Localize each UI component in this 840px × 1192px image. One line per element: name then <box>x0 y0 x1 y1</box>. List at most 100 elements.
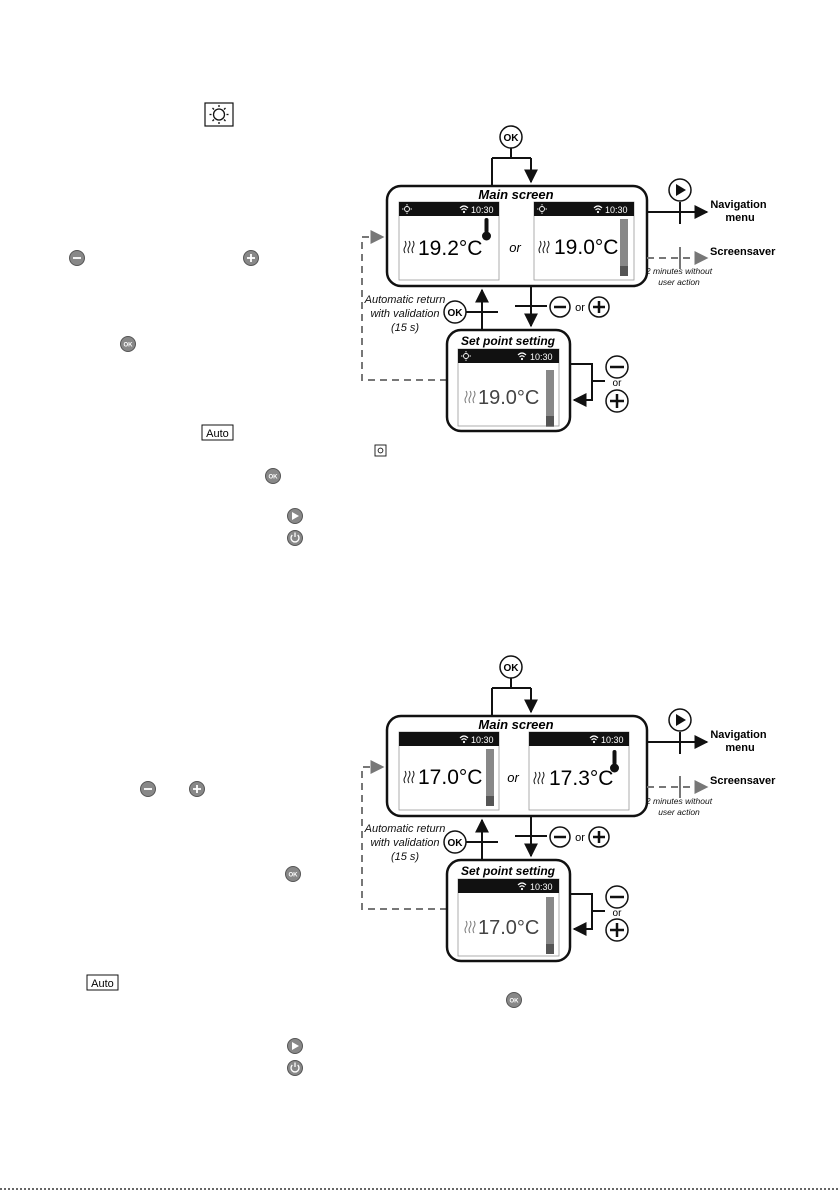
auto-label: Auto <box>206 428 229 440</box>
left-display-time: 10:30 <box>471 205 494 215</box>
margin-ok-icon-4[interactable]: OK <box>506 992 522 1008</box>
or-vertical-2: or <box>613 908 623 919</box>
margin-ok-label-3: OK <box>289 873 299 879</box>
set-point-display: 10:30 19.0°C <box>457 348 560 427</box>
sun-icon <box>402 204 412 214</box>
heating-icon-2 <box>538 240 550 254</box>
ok-button-mid-label-2: OK <box>448 838 464 849</box>
margin-minus-icon[interactable] <box>69 250 85 266</box>
heating-icon-4 <box>403 770 415 784</box>
margin-ok-icon-3[interactable]: OK <box>285 866 301 882</box>
navigation-label-line-cont: menu <box>725 742 754 754</box>
heating-icon-3 <box>464 390 476 404</box>
auto-label-2: Auto <box>91 978 114 990</box>
navigation-label-2: Navigation menu <box>710 729 769 754</box>
minus-button-4[interactable] <box>605 885 629 909</box>
wifi-icon-5 <box>589 735 599 744</box>
ok-button-top-2[interactable]: OK <box>499 655 523 679</box>
main-screen-title: Main screen <box>478 187 553 202</box>
plus-button-3[interactable] <box>588 826 610 848</box>
diagram-comfort: OK Main screen 10:30 19.2°C <box>361 125 776 433</box>
right-display-2: 10:30 17.3°C <box>528 731 630 811</box>
ok-button-top-label: OK <box>504 133 520 144</box>
ok-button-top[interactable]: OK <box>499 125 523 149</box>
minus-button-3[interactable] <box>549 826 571 848</box>
right-display-temperature: 19.0°C <box>554 236 618 259</box>
margin-ok-label-4: OK <box>510 999 520 1005</box>
plus-button-2[interactable] <box>605 389 629 413</box>
left-display-temperature-2: 17.0°C <box>418 766 482 789</box>
thermometer-icon-2 <box>610 750 619 773</box>
plus-button-4[interactable] <box>605 918 629 942</box>
auto-return-note-box-2: Automatic return with validation (15 s) <box>364 823 446 863</box>
margin-moon-small-icon <box>496 973 503 987</box>
right-display-temperature-2: 17.3°C <box>549 767 613 790</box>
margin-auto-box-2: Auto <box>86 974 119 991</box>
wifi-icon <box>459 205 469 214</box>
screensaver-label: Screensaver <box>710 246 776 258</box>
wifi-icon-4 <box>459 735 469 744</box>
diagram-eco: OK Main screen 10:30 17.0°C <box>361 655 776 963</box>
ok-button-top-label-2: OK <box>504 663 520 674</box>
navigation-label-line-cont: menu <box>725 212 754 224</box>
sun-icon-2 <box>537 204 547 214</box>
inactivity-note-box-2: 2 minutes without user action <box>645 796 713 817</box>
margin-ok-icon-2[interactable]: OK <box>265 468 281 484</box>
ok-button-mid[interactable]: OK <box>443 300 467 324</box>
play-button-2[interactable] <box>668 708 692 732</box>
margin-sun-small-icon <box>374 444 387 457</box>
wifi-icon-2 <box>593 205 603 214</box>
sun-icon-3 <box>461 351 471 361</box>
auto-return-note-2: Automatic return with validation (15 s) <box>364 823 446 863</box>
set-point-temperature: 19.0°C <box>478 387 539 409</box>
margin-sun-mode-icon <box>204 102 234 127</box>
auto-return-note-box: Automatic return with validation (15 s) <box>364 294 446 334</box>
set-point-time: 10:30 <box>530 352 553 362</box>
set-point-time-2: 10:30 <box>530 882 553 892</box>
heating-icon <box>403 240 415 254</box>
minus-button-2[interactable] <box>605 355 629 379</box>
margin-plus-icon[interactable] <box>243 250 259 266</box>
inactivity-note-box: 2 minutes without user action <box>646 266 712 287</box>
auto-return-note: Automatic return with validation (15 s) <box>364 294 446 334</box>
heating-icon-6 <box>464 920 476 934</box>
play-button[interactable] <box>668 178 692 202</box>
set-point-display-2: 10:30 17.0°C <box>457 878 560 957</box>
margin-plus-icon-2[interactable] <box>189 781 205 797</box>
or-vertical: or <box>613 378 623 389</box>
margin-moon-mode-icon <box>169 641 178 659</box>
screensaver-label-2: Screensaver <box>710 775 776 787</box>
heating-icon-5 <box>533 771 545 785</box>
set-point-level-bar <box>546 370 554 427</box>
set-point-title-2: Set point setting <box>461 864 556 878</box>
margin-power-icon[interactable] <box>287 530 303 546</box>
inactivity-note-2: 2 minutes without user action <box>645 796 713 817</box>
margin-play-icon-2[interactable] <box>287 1038 303 1054</box>
right-display-time: 10:30 <box>605 205 628 215</box>
right-display-time-2: 10:30 <box>601 735 624 745</box>
navigation-label-line: Navigation <box>710 199 767 211</box>
or-separator-2: or <box>507 770 519 785</box>
left-display-2: 10:30 17.0°C <box>398 731 500 811</box>
minus-button[interactable] <box>549 296 571 318</box>
margin-play-icon[interactable] <box>287 508 303 524</box>
left-display-temperature: 19.2°C <box>418 237 482 260</box>
set-point-level-bar-2 <box>546 897 554 954</box>
wifi-icon-6 <box>517 882 527 891</box>
left-display-time-2: 10:30 <box>471 735 494 745</box>
margin-minus-icon-2[interactable] <box>140 781 156 797</box>
set-point-temperature-2: 17.0°C <box>478 917 539 939</box>
or-separator: or <box>509 240 521 255</box>
navigation-label-line-2: Navigation <box>710 729 767 741</box>
margin-ok-icon[interactable]: OK <box>120 336 136 352</box>
ok-button-mid-2[interactable]: OK <box>443 830 467 854</box>
margin-ok-label-2: OK <box>269 475 279 481</box>
plus-button[interactable] <box>588 296 610 318</box>
set-point-title: Set point setting <box>461 334 556 348</box>
margin-power-icon-2[interactable] <box>287 1060 303 1076</box>
margin-ok-label: OK <box>124 343 134 349</box>
thermometer-icon <box>482 218 491 241</box>
level-bar <box>620 219 628 276</box>
main-screen-title-2: Main screen <box>478 717 553 732</box>
